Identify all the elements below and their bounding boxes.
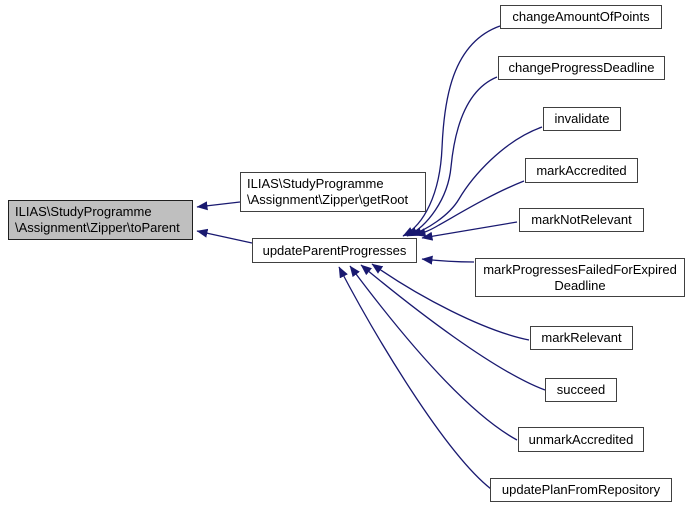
edge-updateParentProgresses-to-toParent bbox=[196, 228, 253, 244]
node-label-line: succeed bbox=[556, 382, 606, 397]
node-label-line: changeAmountOfPoints bbox=[512, 9, 650, 24]
node-updateParentProgresses[interactable]: updateParentProgresses bbox=[252, 238, 417, 263]
node-label-line: \Assignment\Zipper\toParent bbox=[15, 220, 180, 235]
node-label-line: updatePlanFromRepository bbox=[501, 482, 661, 497]
node-label-line: invalidate bbox=[554, 111, 610, 126]
node-label-line: changeProgressDeadline bbox=[508, 60, 655, 75]
node-changeProgressDeadline[interactable]: changeProgressDeadline bbox=[498, 56, 665, 80]
edge-updatePlanFromRepository-to-updateParentProgresses bbox=[338, 266, 492, 490]
node-invalidate[interactable]: invalidate bbox=[543, 107, 621, 131]
node-getRoot[interactable]: ILIAS\StudyProgramme\Assignment\Zipper\g… bbox=[240, 172, 426, 212]
node-label-line: ILIAS\StudyProgramme bbox=[247, 176, 384, 191]
edge-markAccredited-to-updateParentProgresses bbox=[414, 180, 525, 237]
edge-getRoot-to-toParent bbox=[196, 201, 241, 211]
edge-changeProgressDeadline-to-updateParentProgresses bbox=[406, 76, 498, 237]
node-toParent[interactable]: ILIAS\StudyProgramme\Assignment\Zipper\t… bbox=[8, 200, 193, 240]
node-label-line: \Assignment\Zipper\getRoot bbox=[247, 192, 409, 207]
node-label-line: markRelevant bbox=[541, 330, 622, 345]
node-label-line: markProgressesFailedForExpired bbox=[483, 261, 677, 277]
node-markRelevant[interactable]: markRelevant bbox=[530, 326, 633, 350]
node-label-line: Deadline bbox=[554, 277, 606, 293]
edge-markNotRelevant-to-updateParentProgresses bbox=[421, 221, 518, 241]
node-label-line: markAccredited bbox=[536, 162, 627, 178]
node-succeed[interactable]: succeed bbox=[545, 378, 617, 402]
node-markAccredited[interactable]: markAccredited bbox=[525, 158, 638, 183]
node-markNotRelevant[interactable]: markNotRelevant bbox=[519, 208, 644, 232]
node-changeAmountOfPoints[interactable]: changeAmountOfPoints bbox=[500, 5, 662, 29]
node-label-line: updateParentProgresses bbox=[262, 242, 407, 258]
node-label-line: ILIAS\StudyProgramme bbox=[15, 204, 152, 219]
node-updatePlanFromRepository[interactable]: updatePlanFromRepository bbox=[490, 478, 672, 502]
edge-markProgressesFailedForExpiredDeadline-to-updateParentProgresses bbox=[421, 255, 475, 265]
node-label-line: unmarkAccredited bbox=[528, 431, 634, 447]
node-label-line: markNotRelevant bbox=[531, 212, 632, 227]
node-unmarkAccredited[interactable]: unmarkAccredited bbox=[518, 427, 644, 452]
